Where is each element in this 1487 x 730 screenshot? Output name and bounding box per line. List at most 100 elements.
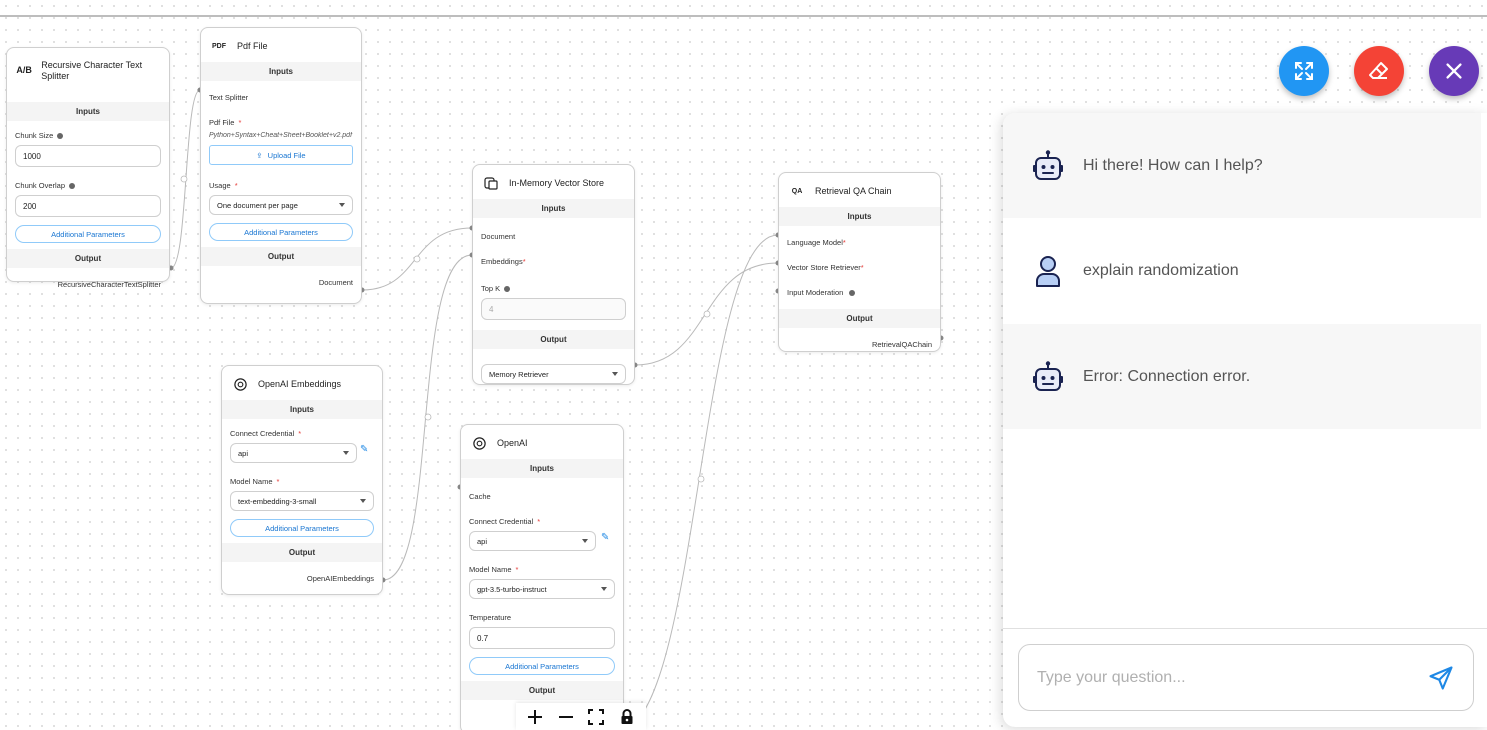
edit-icon[interactable]: ✎ bbox=[601, 532, 610, 543]
send-icon[interactable] bbox=[1427, 664, 1455, 692]
zoom-in-button[interactable] bbox=[524, 706, 546, 728]
language-model-anchor[interactable]: Language Model* bbox=[779, 232, 940, 253]
vector-retriever-anchor[interactable]: Vector Store Retriever* bbox=[779, 253, 940, 278]
field-label: Usage bbox=[209, 181, 231, 190]
inputs-section: Inputs bbox=[7, 102, 169, 121]
inputs-section: Inputs bbox=[779, 207, 940, 226]
info-icon[interactable] bbox=[57, 132, 64, 139]
output-anchor[interactable]: RetrievalQAChain bbox=[871, 340, 932, 349]
model-select[interactable]: text-embedding-3-small bbox=[230, 491, 374, 511]
output-section: Output bbox=[779, 309, 940, 328]
embeddings-anchor[interactable]: Embeddings* bbox=[473, 247, 634, 272]
model-field: Model Name* text-embedding-3-small bbox=[222, 473, 382, 515]
output-section: Output bbox=[7, 249, 169, 268]
cache-anchor[interactable]: Cache bbox=[469, 492, 491, 501]
topk-input[interactable]: 4 bbox=[481, 298, 626, 320]
robot-icon bbox=[1033, 360, 1063, 391]
expand-chat-button[interactable] bbox=[1279, 46, 1329, 96]
model-select[interactable]: gpt-3.5-turbo-instruct bbox=[469, 579, 615, 599]
node-pdf-file[interactable]: PDF Pdf File Inputs Text Splitter Pdf Fi… bbox=[200, 27, 362, 304]
info-icon[interactable] bbox=[69, 182, 76, 189]
chevron-down-icon bbox=[339, 203, 345, 207]
output-section: Output bbox=[461, 681, 623, 700]
output-anchor[interactable]: RecursiveCharacterTextSplitter bbox=[57, 280, 161, 289]
chevron-down-icon bbox=[360, 499, 366, 503]
message-text: Hi there! How can I help? bbox=[1083, 156, 1263, 174]
node-title: Retrieval QA Chain bbox=[815, 185, 892, 196]
model-field: Model Name* gpt-3.5-turbo-instruct bbox=[461, 561, 623, 603]
lock-button[interactable] bbox=[616, 706, 638, 728]
output-anchor[interactable]: OpenAIEmbeddings bbox=[306, 574, 374, 583]
anchor-label: Embeddings bbox=[481, 257, 523, 266]
node-text-splitter[interactable]: A/B Recursive Character Text Splitter In… bbox=[6, 47, 170, 289]
edit-icon[interactable]: ✎ bbox=[360, 444, 369, 455]
output-anchor[interactable]: Document bbox=[318, 278, 353, 287]
inputs-section: Inputs bbox=[473, 199, 634, 218]
field-label: Model Name bbox=[469, 565, 512, 574]
credential-field: Connect Credential* api ✎ bbox=[222, 425, 382, 467]
credential-select[interactable]: api bbox=[230, 443, 357, 463]
chevron-down-icon bbox=[601, 587, 607, 591]
robot-icon bbox=[1033, 149, 1063, 180]
node-header: OpenAI Embeddings bbox=[222, 366, 382, 394]
model-value: gpt-3.5-turbo-instruct bbox=[477, 584, 547, 594]
upload-label: Upload File bbox=[267, 150, 306, 160]
upload-file-button[interactable]: ⇪ Upload File bbox=[209, 145, 353, 165]
pdf-icon: PDF bbox=[212, 42, 226, 50]
edge-marker bbox=[697, 475, 705, 483]
fit-view-button[interactable] bbox=[585, 706, 607, 728]
document-anchor[interactable]: Document bbox=[481, 232, 516, 241]
additional-parameters-button[interactable]: Additional Parameters bbox=[15, 225, 161, 243]
fit-view-icon bbox=[588, 708, 605, 725]
inputs-section: Inputs bbox=[201, 62, 361, 81]
zoom-out-button[interactable] bbox=[555, 706, 577, 728]
field-label: Temperature bbox=[469, 613, 512, 622]
required-mark: * bbox=[298, 429, 302, 438]
credential-value: api bbox=[238, 448, 249, 458]
file-name: Python+Syntax+Cheat+Sheet+Booklet+v2.pdf bbox=[209, 132, 353, 139]
required-mark: * bbox=[860, 263, 864, 272]
credential-field: Connect Credential* api ✎ bbox=[461, 513, 623, 555]
openai-icon bbox=[469, 433, 489, 453]
text-splitter-anchor[interactable]: Text Splitter bbox=[209, 93, 249, 102]
node-title: Pdf File bbox=[237, 40, 268, 51]
credential-select[interactable]: api bbox=[469, 531, 596, 551]
chevron-down-icon bbox=[612, 372, 618, 376]
node-openai[interactable]: OpenAI Inputs Cache Connect Credential* … bbox=[460, 424, 624, 730]
chunk-overlap-input[interactable]: 200 bbox=[15, 195, 161, 217]
node-title: In-Memory Vector Store bbox=[509, 177, 605, 188]
chunk-overlap-field: Chunk Overlap 200 bbox=[7, 177, 169, 221]
node-vector-store[interactable]: In-Memory Vector Store Inputs Document E… bbox=[472, 164, 635, 385]
output-section: Output bbox=[201, 247, 361, 266]
required-mark: * bbox=[276, 477, 280, 486]
chat-message-bot: Hi there! How can I help? bbox=[1003, 113, 1481, 218]
additional-parameters-button[interactable]: Additional Parameters bbox=[469, 657, 615, 675]
chat-question-input[interactable]: Type your question... bbox=[1018, 644, 1474, 711]
usage-value: One document per page bbox=[217, 200, 298, 210]
anchor-label: Vector Store Retriever bbox=[787, 263, 861, 272]
chevron-down-icon bbox=[582, 539, 588, 543]
additional-parameters-button[interactable]: Additional Parameters bbox=[209, 223, 353, 241]
usage-field: Usage* One document per page bbox=[201, 177, 361, 219]
input-moderation-anchor[interactable]: Input Moderation bbox=[779, 278, 940, 303]
topk-field: Top K 4 bbox=[473, 280, 634, 324]
close-chat-button[interactable] bbox=[1429, 46, 1479, 96]
node-header: A/B Recursive Character Text Splitter bbox=[7, 48, 169, 96]
inputs-section: Inputs bbox=[222, 400, 382, 419]
edge-marker bbox=[413, 255, 421, 263]
info-icon[interactable] bbox=[504, 285, 511, 292]
output-select[interactable]: Memory Retriever bbox=[481, 364, 626, 384]
additional-parameters-button[interactable]: Additional Parameters bbox=[230, 519, 374, 537]
field-label: Chunk Size bbox=[15, 131, 54, 140]
info-icon[interactable] bbox=[849, 289, 856, 296]
qa-chain-icon: QA bbox=[791, 187, 803, 195]
chunk-size-input[interactable]: 1000 bbox=[15, 145, 161, 167]
temperature-input[interactable]: 0.7 bbox=[469, 627, 615, 649]
chat-message-user: explain randomization bbox=[1003, 218, 1481, 323]
usage-select[interactable]: One document per page bbox=[209, 195, 353, 215]
clear-chat-button[interactable] bbox=[1354, 46, 1404, 96]
node-qa-chain[interactable]: QA Retrieval QA Chain Inputs Language Mo… bbox=[778, 172, 941, 352]
vector-store-icon bbox=[481, 173, 501, 193]
required-mark: * bbox=[238, 118, 242, 127]
node-openai-embeddings[interactable]: OpenAI Embeddings Inputs Connect Credent… bbox=[221, 365, 383, 595]
